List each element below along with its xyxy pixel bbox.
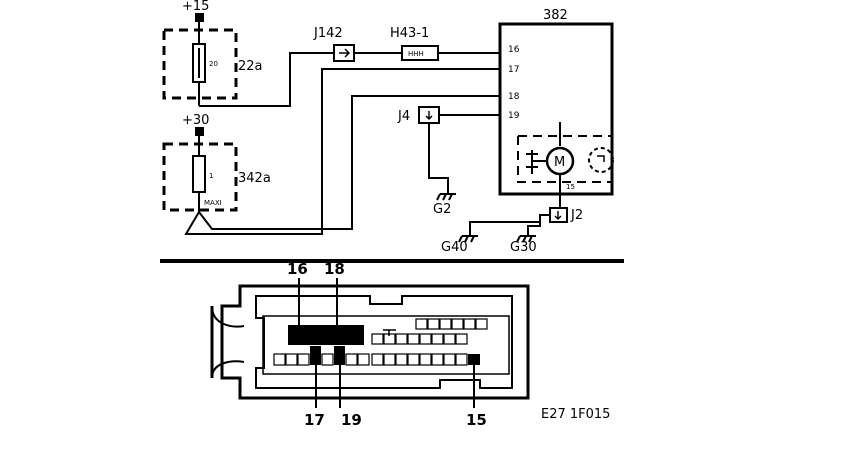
module-pin-19: 19: [508, 111, 520, 121]
plug-cavity: [262, 315, 510, 375]
fuse-342a-label: 342a: [238, 171, 271, 186]
encoder-mark-icon: [597, 155, 605, 162]
plug-pin: [371, 353, 384, 366]
connector-plug: [210, 284, 530, 400]
ground-g30-label: G30: [510, 240, 537, 255]
plug-pin: [463, 318, 476, 330]
ground-g40-icon: [458, 235, 478, 243]
plug-pin: [415, 318, 428, 330]
plug-pin: [395, 333, 408, 345]
supply-plus30-label: +30: [182, 113, 209, 128]
plug-pin: [407, 333, 420, 345]
plug-pin: [431, 333, 444, 345]
plug-key-mark-icon: [383, 329, 396, 336]
plug-pin: [439, 318, 452, 330]
plug-pin: [297, 353, 310, 366]
plug-label-18: 18: [324, 260, 345, 278]
plug-pin: [443, 333, 456, 345]
wire-22a-to-j142: [199, 52, 334, 107]
encoder-icon: [588, 147, 614, 173]
plug-pin: [419, 333, 432, 345]
plug-label-19: 19: [341, 411, 362, 429]
plug-pin: [443, 353, 456, 366]
plug-latch-bottom: [211, 360, 245, 379]
connector-h43-label: H43-1: [390, 26, 429, 41]
plug-pin: [451, 318, 464, 330]
plug-pin: [273, 353, 286, 366]
plug-inner-shell: [255, 295, 513, 389]
module-382-housing: [498, 22, 614, 196]
fuse-box-342a: [162, 142, 238, 212]
connector-j2-arrow-icon: [554, 211, 562, 220]
capacitor-icon: [526, 150, 547, 174]
fuse-342a-symbol: [192, 155, 206, 193]
wire-j2-to-g30: [527, 222, 541, 236]
wire-342a-to-pin17: [184, 68, 500, 235]
plug-pin: [371, 333, 384, 345]
wire-j4-to-g2: [428, 123, 449, 194]
plug-latch-top: [211, 305, 245, 328]
fuse-342a-note: MAXI: [204, 199, 222, 207]
plug-pin: [357, 353, 370, 366]
plug-label-17: 17: [304, 411, 325, 429]
ground-g30-icon: [516, 235, 536, 243]
module-pin-15: 15: [566, 183, 575, 191]
terminal-plus15: [195, 13, 204, 22]
connector-j142-label: J142: [313, 26, 343, 41]
ground-g40-label: G40: [441, 240, 468, 255]
connector-j142-arrow-icon: [339, 48, 351, 58]
plug-pin: [345, 353, 358, 366]
connector-j2-label: J2: [570, 208, 583, 223]
plug-pin-15: [468, 354, 480, 365]
module-pin-18: 18: [508, 92, 520, 102]
fuse-342a-rating: 1: [209, 172, 213, 180]
plug-pin: [427, 318, 440, 330]
terminal-plus30: [195, 127, 204, 136]
plug-pin: [395, 353, 408, 366]
fuse-22a-rating: 20: [209, 60, 218, 68]
ground-g2-label: G2: [433, 202, 451, 217]
motor-subbox: [517, 135, 612, 183]
plug-label-16: 16: [287, 260, 308, 278]
plug-pin: [285, 353, 298, 366]
module-pin-16: 16: [508, 45, 520, 55]
plug-pin: [407, 353, 420, 366]
fuse-22a-label: 22a: [238, 59, 263, 74]
plug-pin: [419, 353, 432, 366]
wire-342a-to-pin18: [198, 95, 500, 230]
plug-pin: [383, 353, 396, 366]
plug-pin: [455, 353, 468, 366]
plug-pin: [475, 318, 488, 330]
module-382-label: 382: [543, 8, 568, 23]
plug-pins-16-18-block: [288, 325, 364, 345]
fuse-box-22a: [162, 28, 238, 100]
plug-pin: [321, 353, 334, 366]
module-pin-17: 17: [508, 65, 519, 75]
connector-j4-label: J4: [397, 109, 410, 124]
plug-outer-shell: [220, 284, 530, 400]
plug-label-15: 15: [466, 411, 487, 429]
supply-plus15-label: +15: [182, 0, 209, 14]
plug-pin: [431, 353, 444, 366]
motor-label: M: [554, 155, 565, 170]
connector-h43-inner: HHH: [408, 50, 424, 58]
ground-g2-icon: [436, 193, 456, 201]
plug-pin: [455, 333, 468, 345]
connector-j4-arrow-icon: [425, 111, 433, 120]
figure-code: E27 1F015: [541, 407, 610, 422]
